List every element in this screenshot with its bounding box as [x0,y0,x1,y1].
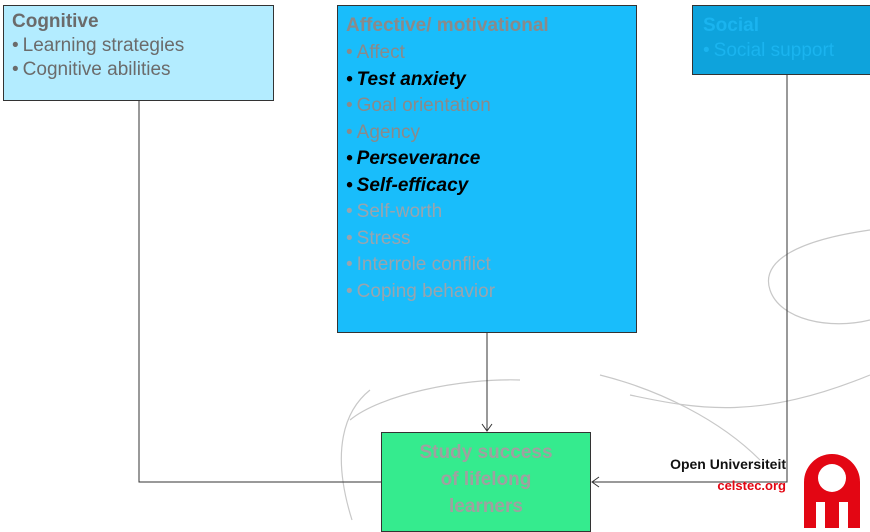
bullet: • [346,174,353,196]
affective-item-label: Affect [356,42,405,63]
affective-item-label: Interrole conflict [356,254,491,275]
cognitive-item: •Learning strategies [12,34,265,58]
affective-list: •Affect•Test anxiety•Goal orientation•Ag… [346,40,628,305]
social-item: •Social support [703,38,870,65]
affective-item-label: Self-worth [356,201,443,222]
logo-subtitle: celstec.org [717,478,786,493]
outcome-line: of lifelong [440,469,532,490]
bullet: • [346,254,353,275]
logo-name: Open Universiteit [670,456,786,472]
background-swoosh [340,229,870,521]
social-item-label: Social support [713,40,835,61]
bullet: • [703,40,710,61]
cognitive-item: •Cognitive abilities [12,58,265,82]
affective-item: •Interrole conflict [346,252,628,279]
bullet: • [346,280,353,302]
bullet: • [346,68,353,90]
affective-item-label: Perseverance [356,148,481,169]
affective-motivational-box: Affective/ motivational •Affect•Test anx… [337,5,637,333]
affective-item: •Affect [346,40,628,67]
affective-item-label: Self-efficacy [356,174,469,196]
cognitive-box: Cognitive •Learning strategies •Cognitiv… [3,5,274,101]
social-arrowhead [591,476,600,488]
affective-item: •Goal orientation [346,93,628,120]
affective-item-label: Test anxiety [356,68,466,90]
cognitive-title: Cognitive [12,11,99,32]
affective-item: •Perseverance [346,146,628,173]
open-universiteit-logo: Open Universiteit celstec.org [640,448,870,528]
social-title: Social [703,15,759,36]
cognitive-connector [138,101,400,483]
affective-item: •Self-efficacy [346,173,628,200]
bullet: • [346,121,353,143]
affective-item: •Agency [346,120,628,147]
affective-item-label: Goal orientation [356,95,491,116]
bullet: • [346,95,353,116]
outcome-line: Study success [419,442,553,463]
social-connector [593,75,788,483]
affective-title: Affective/ motivational [346,15,549,36]
outcome-line: learners [449,496,523,517]
ou-mark-icon [804,454,860,528]
cognitive-item-label: Cognitive abilities [22,59,171,80]
bullet: • [12,35,19,56]
bullet: • [346,201,353,222]
affective-item: •Test anxiety [346,67,628,94]
affective-item-label: Stress [356,227,411,249]
affective-item: •Stress [346,226,628,253]
bullet: • [346,42,353,63]
affective-item-label: Coping behavior [356,280,496,302]
affective-item: •Coping behavior [346,279,628,306]
bullet: • [12,59,19,80]
connectors [138,75,788,488]
affective-arrowhead [481,423,493,432]
affective-item: •Self-worth [346,199,628,226]
affective-item-label: Agency [356,121,421,143]
bullet: • [346,148,353,169]
social-box: Social •Social support [692,5,870,75]
cognitive-item-label: Learning strategies [22,35,185,56]
bullet: • [346,227,353,249]
study-success-box: Study success of lifelong learners [381,432,591,532]
